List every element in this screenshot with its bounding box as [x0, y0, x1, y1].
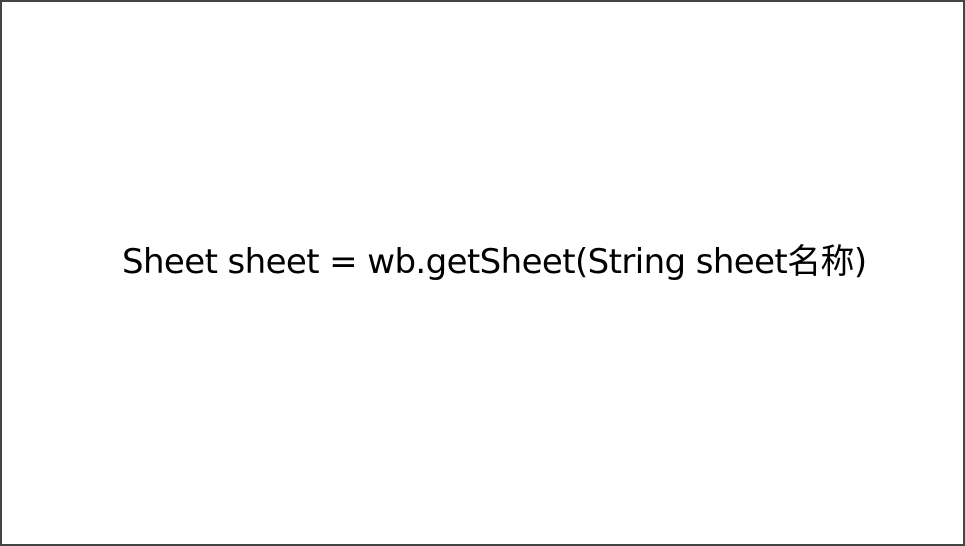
- code-snippet-text: Sheet sheet = wb.getSheet(String sheet名称…: [122, 242, 867, 282]
